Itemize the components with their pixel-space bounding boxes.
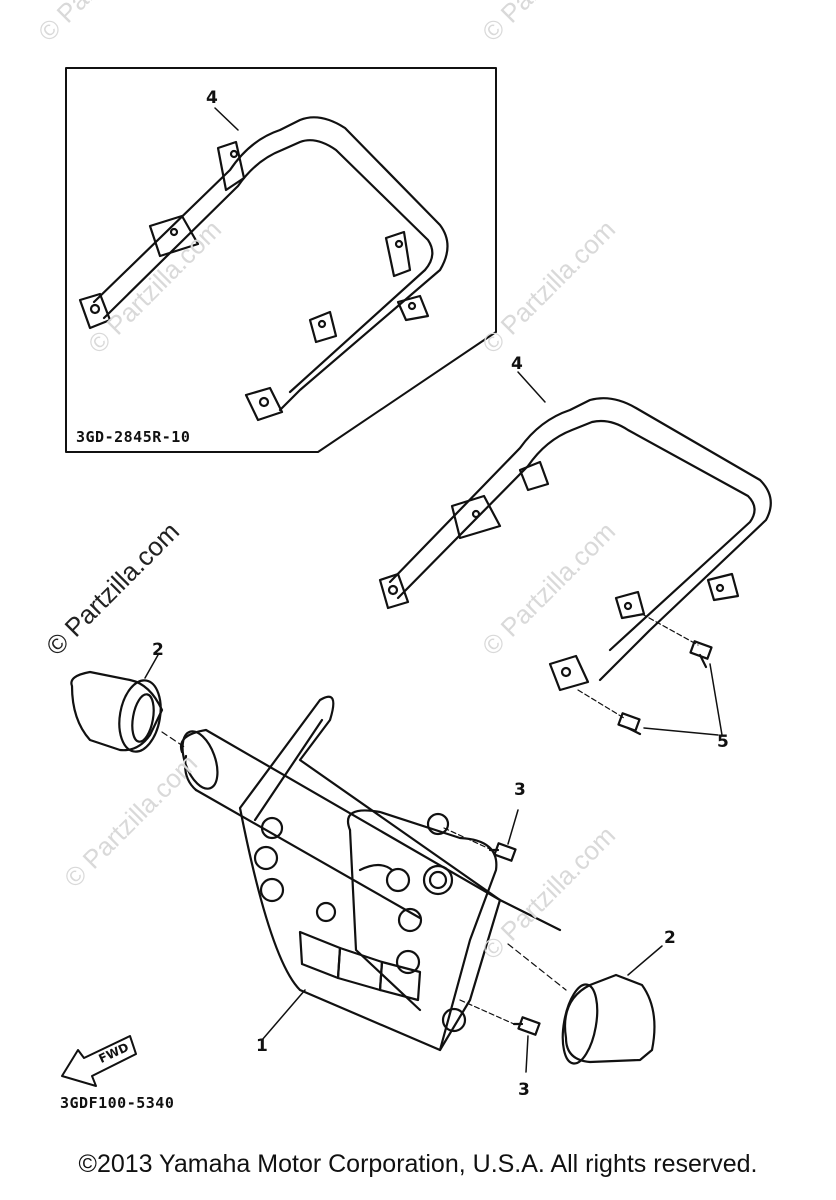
guard-bracket xyxy=(179,695,562,1052)
callout-4-main: 4 xyxy=(511,354,523,374)
diagram-drawing xyxy=(61,67,772,1087)
diagram-code: 3GDF100-5340 xyxy=(60,1094,175,1112)
callout-1: 1 xyxy=(256,1036,268,1056)
bolt-5a xyxy=(689,640,713,669)
bolt-5b xyxy=(617,712,642,736)
callout-4-inset: 4 xyxy=(206,88,218,108)
end-cap-right xyxy=(561,973,656,1065)
fwd-arrow-icon xyxy=(61,1035,137,1087)
callout-5: 5 xyxy=(717,732,729,752)
inset-frame xyxy=(65,67,497,453)
bolt-3b xyxy=(512,1016,541,1036)
inset-code: 3GD-2845R-10 xyxy=(76,428,191,446)
main-grab-bar xyxy=(378,397,772,692)
copyright-notice: ©2013 Yamaha Motor Corporation, U.S.A. A… xyxy=(78,1150,758,1178)
callout-3-bottom: 3 xyxy=(518,1080,530,1100)
inset-grab-bar xyxy=(78,116,449,422)
callout-2-left: 2 xyxy=(152,640,164,660)
callout-3-top: 3 xyxy=(514,780,526,800)
end-cap-left xyxy=(70,670,164,753)
callout-2-right: 2 xyxy=(664,928,676,948)
parts-diagram: © Partzilla.com © Partzilla.com © Partzi… xyxy=(32,0,772,1112)
